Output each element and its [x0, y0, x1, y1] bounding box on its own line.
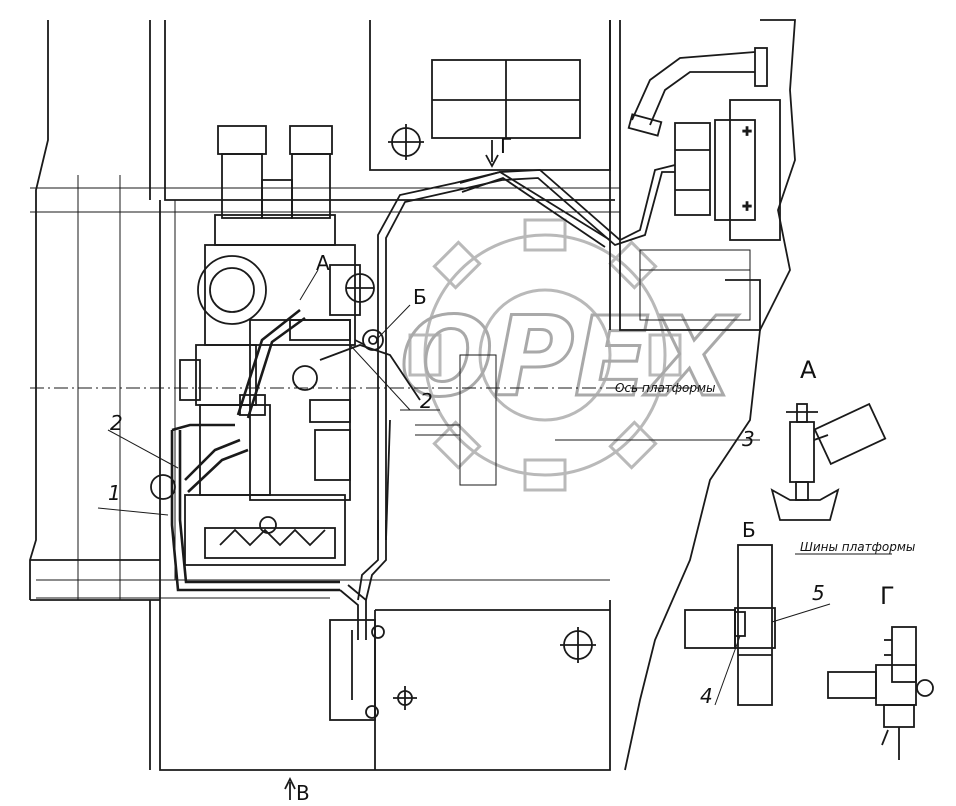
detail-g-assembly: [827, 626, 934, 760]
fuel-pipelines: [319, 164, 676, 640]
detail-b-assembly: [684, 544, 776, 706]
marker-b-circle: [362, 329, 384, 351]
view-a-title: А: [800, 356, 817, 384]
view-g-title: Г: [880, 582, 895, 610]
marker-b-label: Б: [413, 285, 427, 309]
arrow-g-label: Г: [500, 134, 512, 158]
svg-text:+: +: [742, 124, 752, 138]
arrow-v-label: В: [296, 781, 310, 805]
callout-2-right: 2: [420, 389, 433, 413]
arrow-v: [284, 776, 296, 800]
fuel-filter: + +: [674, 99, 781, 241]
axis-note: Ось платформы: [615, 381, 716, 395]
vehicle-outline: [29, 19, 796, 771]
hatch-bolt-bottom: [560, 627, 596, 663]
hatch-bolt-top: [388, 124, 424, 160]
leader-a: [299, 269, 319, 301]
detail-a-valve: [770, 402, 887, 521]
watermark-text: OPEX: [400, 293, 739, 421]
marker-a-label: А: [316, 251, 330, 275]
right-side-details: [639, 249, 751, 321]
lower-bracket: [329, 619, 385, 721]
left-bolt: [150, 474, 176, 500]
engine-pipes: [170, 308, 340, 592]
callout-1: 1: [108, 481, 121, 505]
center-tank: [415, 354, 497, 486]
arrow-g: [485, 140, 499, 168]
leader-b: [377, 304, 411, 339]
leader-4: [714, 635, 741, 706]
top-hatch: [431, 59, 581, 139]
callout-3: 3: [742, 427, 755, 451]
engine-body: [179, 244, 361, 566]
engine-exhaust-stacks: [214, 125, 336, 246]
leader-1: [97, 507, 169, 516]
small-cross-bottom: [393, 686, 417, 710]
leader-2-left: [107, 429, 179, 469]
air-intake-elbow: [627, 47, 768, 137]
marker-a-circle: [345, 273, 375, 303]
watermark-gear: [408, 218, 682, 492]
callout-5: 5: [812, 581, 825, 605]
detail-b-note: Шины платформы: [800, 540, 915, 554]
callout-2-left: 2: [110, 411, 123, 435]
callout-4: 4: [700, 684, 713, 708]
svg-text:+: +: [742, 199, 752, 213]
leader-5: [771, 603, 831, 623]
view-b-title: Б: [742, 518, 756, 542]
leader-2-right: [349, 344, 411, 411]
